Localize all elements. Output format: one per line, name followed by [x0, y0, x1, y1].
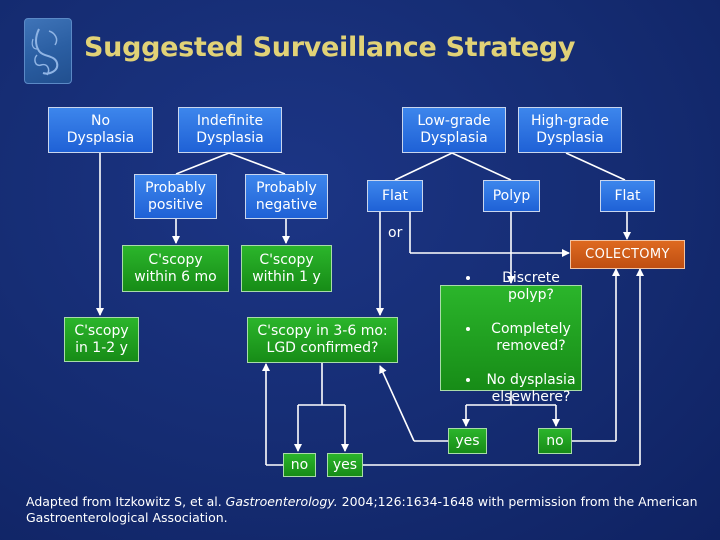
- or-label: or: [388, 225, 403, 241]
- yes-right-box: yes: [448, 428, 487, 454]
- polyp-box: Polyp: [483, 180, 540, 212]
- probably-positive-box: Probably positive: [134, 174, 217, 219]
- flat-left-box: Flat: [367, 180, 423, 212]
- cscopy-within-6mo-box: C'scopy within 6 mo: [122, 245, 229, 292]
- polyp-checklist-box: Discrete polyp? Completely removed? No d…: [440, 270, 582, 405]
- no-dysplasia-box: No Dysplasia: [48, 107, 153, 153]
- question-discrete-polyp: Discrete polyp?: [481, 270, 581, 304]
- cscopy-within-1y-box: C'scopy within 1 y: [241, 245, 332, 292]
- question-no-dysplasia-elsewhere: No dysplasia elsewhere?: [481, 372, 581, 406]
- low-grade-dysplasia-box: Low-grade Dysplasia: [402, 107, 506, 153]
- high-grade-dysplasia-box: High-grade Dysplasia: [518, 107, 622, 153]
- slide-title: Suggested Surveillance Strategy: [84, 32, 576, 63]
- indefinite-dysplasia-box: Indefinite Dysplasia: [178, 107, 282, 153]
- flat-right-box: Flat: [600, 180, 655, 212]
- no-right-box: no: [538, 428, 572, 454]
- probably-negative-box: Probably negative: [245, 174, 328, 219]
- citation-footer: Adapted from Itzkowitz S, et al. Gastroe…: [26, 494, 706, 526]
- citation-prefix: Adapted from Itzkowitz S, et al.: [26, 494, 226, 509]
- cscopy-in-1-2y-box: C'scopy in 1-2 y: [64, 317, 139, 362]
- citation-journal: Gastroenterology.: [225, 494, 338, 509]
- digestive-system-icon: [24, 18, 72, 84]
- question-completely-removed: Completely removed?: [481, 321, 581, 355]
- yes-left-box: yes: [327, 453, 363, 477]
- no-left-box: no: [283, 453, 316, 477]
- colectomy-box: COLECTOMY: [570, 240, 685, 269]
- citation-suffix: 2004;126:1634-1648 with permission from …: [26, 494, 698, 525]
- cscopy-in-3-6mo-box: C'scopy in 3-6 mo: LGD confirmed?: [247, 317, 398, 363]
- polyp-question-list: Discrete polyp? Completely removed? No d…: [441, 253, 581, 423]
